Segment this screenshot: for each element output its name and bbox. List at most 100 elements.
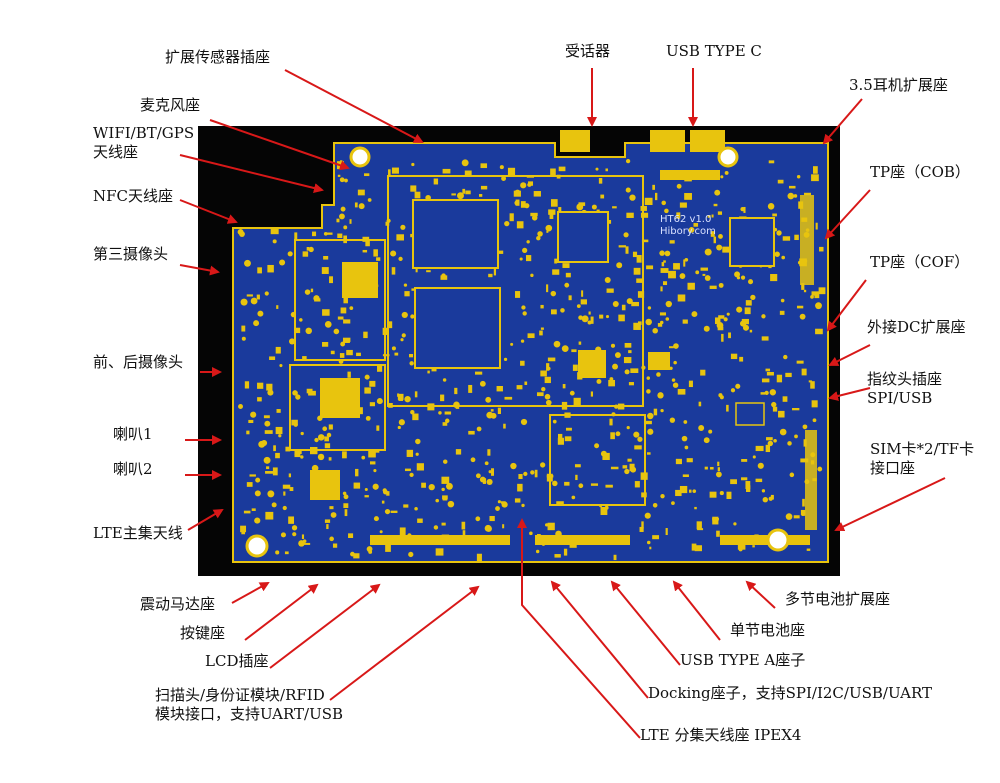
label-fingerprint-line2: SPI/USB [867,389,933,407]
pcb-pad [578,202,586,206]
pcb-pad [554,554,561,558]
pcb-pad [652,502,658,508]
pcb-pad [350,551,355,557]
pcb-pad [544,393,551,400]
pcb-pad [618,314,625,322]
pcb-pad [730,388,736,393]
pcb-pad [282,484,291,489]
pcb-pad [287,251,293,257]
pcb-pad [409,354,414,358]
pcb-pad [539,330,543,336]
pcb-pad [372,483,379,490]
pcb-pad [663,260,666,263]
pcb-pad [344,178,348,183]
pcb-pad [520,201,526,208]
pcb-pad [381,500,385,504]
pcb-pad [356,352,361,357]
pcb-pad [440,394,445,402]
pcb-pad [660,408,664,413]
pcb-pad [675,458,682,465]
pcb-pad [414,391,418,398]
pcb-pad [558,207,562,214]
pcb-pad [488,273,493,278]
pcb-pad [342,491,347,496]
pcb-pad [616,262,623,269]
pcb-pad [499,165,504,170]
pcb-pad [780,298,785,303]
pcb-pad [761,489,766,493]
pcb-pad [400,224,406,230]
pcb-pad [272,239,277,244]
pcb-pad [785,513,793,520]
pcb-pad [454,387,458,395]
pcb-pad [709,285,717,289]
pcb-pad [261,439,268,446]
pcb-pad [661,262,665,267]
connector-usb-c [660,170,720,180]
pcb-pad [660,493,665,499]
board-model: HT62 v1.0 [660,214,711,225]
pcb-pad [332,543,338,548]
pcb-pad [755,478,763,483]
pcb-pad [669,417,676,423]
pcb-pad [634,481,640,488]
pcb-pad [659,250,665,256]
pcb-pad [486,411,494,419]
pcb-pad [641,492,647,498]
pcb-pad [406,449,414,457]
pcb-pad [507,167,516,176]
pcb-pad [510,462,517,470]
connector-sim [805,430,817,530]
pcb-pad [745,300,752,306]
pcb-pad [612,301,619,308]
pcb-pad [796,175,801,179]
pcb-pad [299,318,303,322]
pcb-pad [562,263,570,268]
pcb-pad [368,449,376,458]
pcb-pad [403,504,409,508]
pcb-pad [545,523,549,527]
pcb-pad [749,329,753,333]
pcb-pad [713,236,716,244]
pcb-pad [390,510,398,513]
pcb-pad [285,446,291,452]
pcb-pad [613,554,617,561]
pcb-pad [239,231,245,237]
pcb-pad [251,508,256,511]
label-sim-line1: SIM卡*2/TF卡 [870,440,975,458]
pcb-pad [303,542,311,545]
qfn-chip-right [729,217,775,267]
pcb-pad [734,271,741,278]
pcb-pad [373,469,377,473]
pcb-pad [270,228,279,235]
pcb-pad [600,506,608,515]
pcb-pad [510,342,514,346]
pcb-pad [540,462,546,468]
pcb-pad [530,273,534,278]
pcb-pad [403,283,408,287]
pcb-pad [772,406,778,412]
pcb-pad [346,349,353,356]
pcb-pad [800,509,806,515]
pcb-pad [546,363,550,371]
pcb-pad [624,369,630,375]
pcb-pad [549,212,554,219]
label-speaker2: 喇叭2 [113,460,153,478]
pcb-pad [687,282,695,290]
pcb-pad [792,408,800,411]
pcb-pad [801,368,807,376]
pcb-pad [323,255,329,260]
pcb-pad [349,306,354,310]
pcb-pad [536,392,544,397]
pcb-pad [704,275,711,281]
pcb-pad [314,298,321,302]
pcb-pad [694,545,702,552]
pcb-pad [550,309,557,315]
pcb-pad [568,295,572,301]
pcb-pad [364,387,371,394]
pmic-chip [557,211,609,263]
pcb-pad [711,214,714,218]
pcb-pad [266,466,270,470]
pcb-pad [275,346,281,354]
pcb-pad [646,452,651,455]
